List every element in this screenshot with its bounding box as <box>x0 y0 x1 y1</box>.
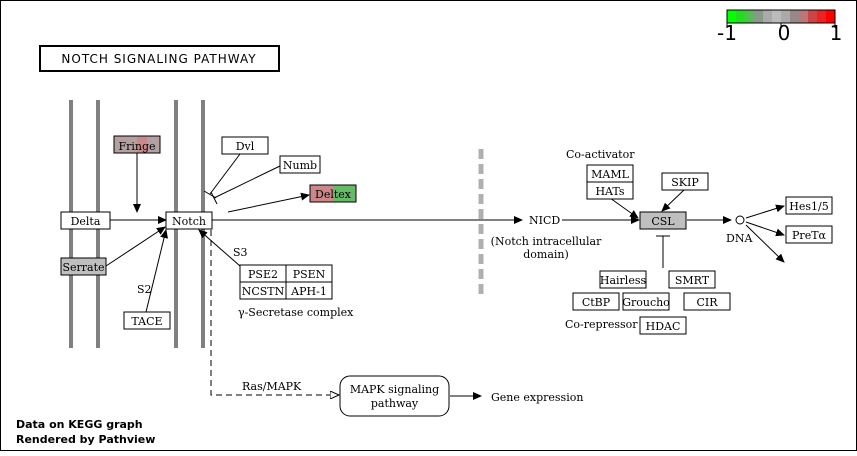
legend-color-cell <box>763 10 773 23</box>
label-nicd: NICD <box>529 214 560 227</box>
gene-label-skip: SKIP <box>671 176 699 189</box>
gene-node-hairless[interactable]: Hairless <box>599 270 647 289</box>
title-box: NOTCH SIGNALING PATHWAY <box>39 45 280 72</box>
page-title: NOTCH SIGNALING PATHWAY <box>61 52 256 66</box>
gene-node-deltex[interactable]: Deltex <box>309 184 357 203</box>
gene-label-groucho: Groucho <box>622 296 670 309</box>
gene-node-delta[interactable]: Delta <box>60 211 111 230</box>
legend-color-cell <box>736 10 746 23</box>
label-nicd-desc-2: domain) <box>523 248 569 261</box>
legend-color-cell <box>799 10 809 23</box>
gene-label-hairless: Hairless <box>600 274 647 287</box>
gene-label-psen: PSEN <box>293 268 326 281</box>
label-nicd-desc-1: (Notch intracellular <box>491 235 602 248</box>
label-gene-expression: Gene expression <box>491 391 583 404</box>
edges <box>105 153 785 400</box>
gene-label-serrate: Serrate <box>62 261 104 274</box>
gene-node-csl[interactable]: CSL <box>639 211 687 230</box>
gene-label-csl: CSL <box>651 215 675 228</box>
gene-node-hdac[interactable]: HDAC <box>639 316 687 335</box>
gene-label-ctbp: CtBP <box>582 296 611 309</box>
gene-label-hes15: Hes1/5 <box>789 200 828 213</box>
legend-color-cell <box>817 10 827 23</box>
legend-color-cell <box>754 10 764 23</box>
legend-color-cell <box>790 10 800 23</box>
gene-node-numb[interactable]: Numb <box>279 155 321 174</box>
gene-node-hes15[interactable]: Hes1/5 <box>785 196 833 215</box>
gene-label-ncstn: NCSTN <box>242 285 285 298</box>
gene-node-pretalpha[interactable]: PreTα <box>785 225 833 244</box>
gene-node-pse2[interactable]: PSE2 <box>239 264 287 283</box>
gamma-secretase-complex: PSE2 PSEN NCSTN APH-1 <box>239 264 333 300</box>
gene-node-notch[interactable]: Notch <box>165 211 213 230</box>
gene-label-hdac: HDAC <box>646 320 681 333</box>
mapk-label-line2: pathway <box>371 397 419 410</box>
gene-node-maml[interactable]: MAML <box>586 164 634 183</box>
legend-color-cell <box>781 10 791 23</box>
gene-node-skip[interactable]: SKIP <box>661 172 709 191</box>
gene-node-ncstn[interactable]: NCSTN <box>239 281 287 300</box>
gene-label-notch: Notch <box>172 215 206 228</box>
legend-color-cell <box>745 10 755 23</box>
legend-min-label: -1 <box>717 21 737 45</box>
gene-label-pretalpha: PreTα <box>792 229 827 242</box>
gene-label-hats: HATs <box>595 185 624 198</box>
legend-color-cell <box>727 10 737 23</box>
gene-node-hats[interactable]: HATs <box>586 181 634 200</box>
gene-label-delta: Delta <box>71 215 101 228</box>
gene-node-psen[interactable]: PSEN <box>285 264 333 283</box>
mapk-label-line1: MAPK signaling <box>350 383 439 396</box>
gene-node-serrate[interactable]: Serrate <box>60 257 107 276</box>
gene-label-cir: CIR <box>696 296 718 309</box>
gene-label-aph1: APH-1 <box>290 285 327 298</box>
gene-node-groucho[interactable]: Groucho <box>622 292 670 311</box>
gene-node-smrt[interactable]: SMRT <box>668 270 716 289</box>
label-s2: S2 <box>137 283 152 296</box>
label-ras-mapk: Ras/MAPK <box>242 380 302 393</box>
legend-color-bar <box>727 10 836 23</box>
label-dna: DNA <box>726 232 753 245</box>
color-scale-legend: -1 0 1 <box>717 9 843 45</box>
gene-label-pse2: PSE2 <box>248 268 278 281</box>
gene-label-numb: Numb <box>283 159 317 172</box>
dna-marker <box>735 215 745 225</box>
gene-label-dvl: Dvl <box>236 140 255 153</box>
legend-color-cell <box>808 10 818 23</box>
footer-line-2: Rendered by Pathview <box>16 433 155 446</box>
gene-label-deltex: Deltex <box>315 188 352 201</box>
label-coactivator: Co-activator <box>566 148 635 161</box>
gene-node-cir[interactable]: CIR <box>683 292 731 311</box>
gene-node-dvl[interactable]: Dvl <box>221 136 269 155</box>
gene-label-fringe: Fringe <box>118 140 155 153</box>
legend-mid-label: 0 <box>778 21 791 45</box>
gene-node-fringe[interactable]: Fringe <box>113 135 161 154</box>
pathway-node-mapk[interactable]: MAPK signaling pathway <box>339 375 450 417</box>
label-gamma-secretase: γ-Secretase complex <box>238 306 354 319</box>
legend-color-cell <box>772 10 782 23</box>
gene-node-ctbp[interactable]: CtBP <box>572 292 620 311</box>
gene-label-tace: TACE <box>131 315 162 328</box>
legend-max-label: 1 <box>830 21 843 45</box>
gene-label-maml: MAML <box>591 168 629 181</box>
legend-color-cell <box>826 10 836 23</box>
gene-node-aph1[interactable]: APH-1 <box>285 281 333 300</box>
label-s3: S3 <box>233 246 248 259</box>
footer-line-1: Data on KEGG graph <box>16 418 143 431</box>
label-corepressor: Co-repressor <box>565 318 638 331</box>
gene-label-smrt: SMRT <box>675 274 710 287</box>
gene-node-tace[interactable]: TACE <box>123 311 171 330</box>
